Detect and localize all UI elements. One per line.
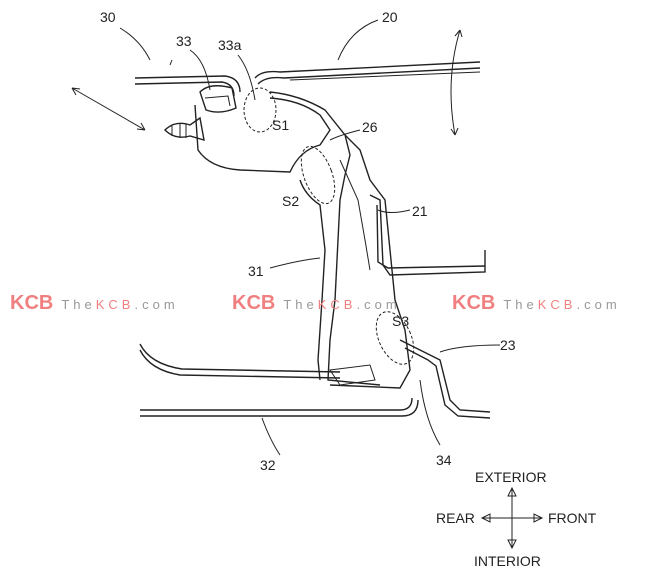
movement-arrow-left: [71, 87, 146, 131]
circle-S1: [243, 87, 277, 133]
label-33a: 33a: [218, 37, 242, 53]
clip: [164, 116, 205, 141]
label-front: FRONT: [548, 510, 597, 526]
movement-arrow-right: [450, 29, 463, 136]
leader-21: [377, 209, 411, 213]
label-26: 26: [362, 119, 378, 135]
panel-21: [369, 194, 486, 276]
label-30: 30: [100, 9, 116, 25]
leader-20: [337, 19, 379, 61]
label-exterior: EXTERIOR: [475, 469, 547, 485]
direction-arrows: [480, 486, 544, 550]
circle-S2: [300, 145, 336, 205]
leader-23: [439, 344, 501, 353]
label-23: 23: [500, 337, 516, 353]
label-S2: S2: [282, 193, 299, 209]
panel-23: [399, 339, 491, 419]
label-S3: S3: [392, 313, 409, 329]
label-33: 33: [176, 33, 192, 49]
circle-S3: [375, 311, 415, 365]
leader-31: [269, 257, 321, 269]
leader-32: [261, 417, 281, 456]
label-20: 20: [382, 9, 398, 25]
roof-panel-20: [254, 61, 481, 85]
label-21: 21: [412, 203, 428, 219]
seal-33: [199, 85, 237, 113]
label-32: 32: [260, 457, 276, 473]
pillar-31: [194, 91, 411, 389]
leader-33: [189, 49, 256, 101]
leader-30: [119, 27, 173, 66]
label-31: 31: [248, 263, 264, 279]
leader-34: [419, 379, 441, 446]
label-rear: REAR: [436, 510, 475, 526]
label-S1: S1: [272, 117, 289, 133]
label-interior: INTERIOR: [474, 553, 541, 569]
panel-32: [139, 343, 419, 417]
rear-panel-30: [134, 75, 241, 97]
label-34: 34: [436, 452, 452, 468]
leader-26: [329, 129, 361, 141]
